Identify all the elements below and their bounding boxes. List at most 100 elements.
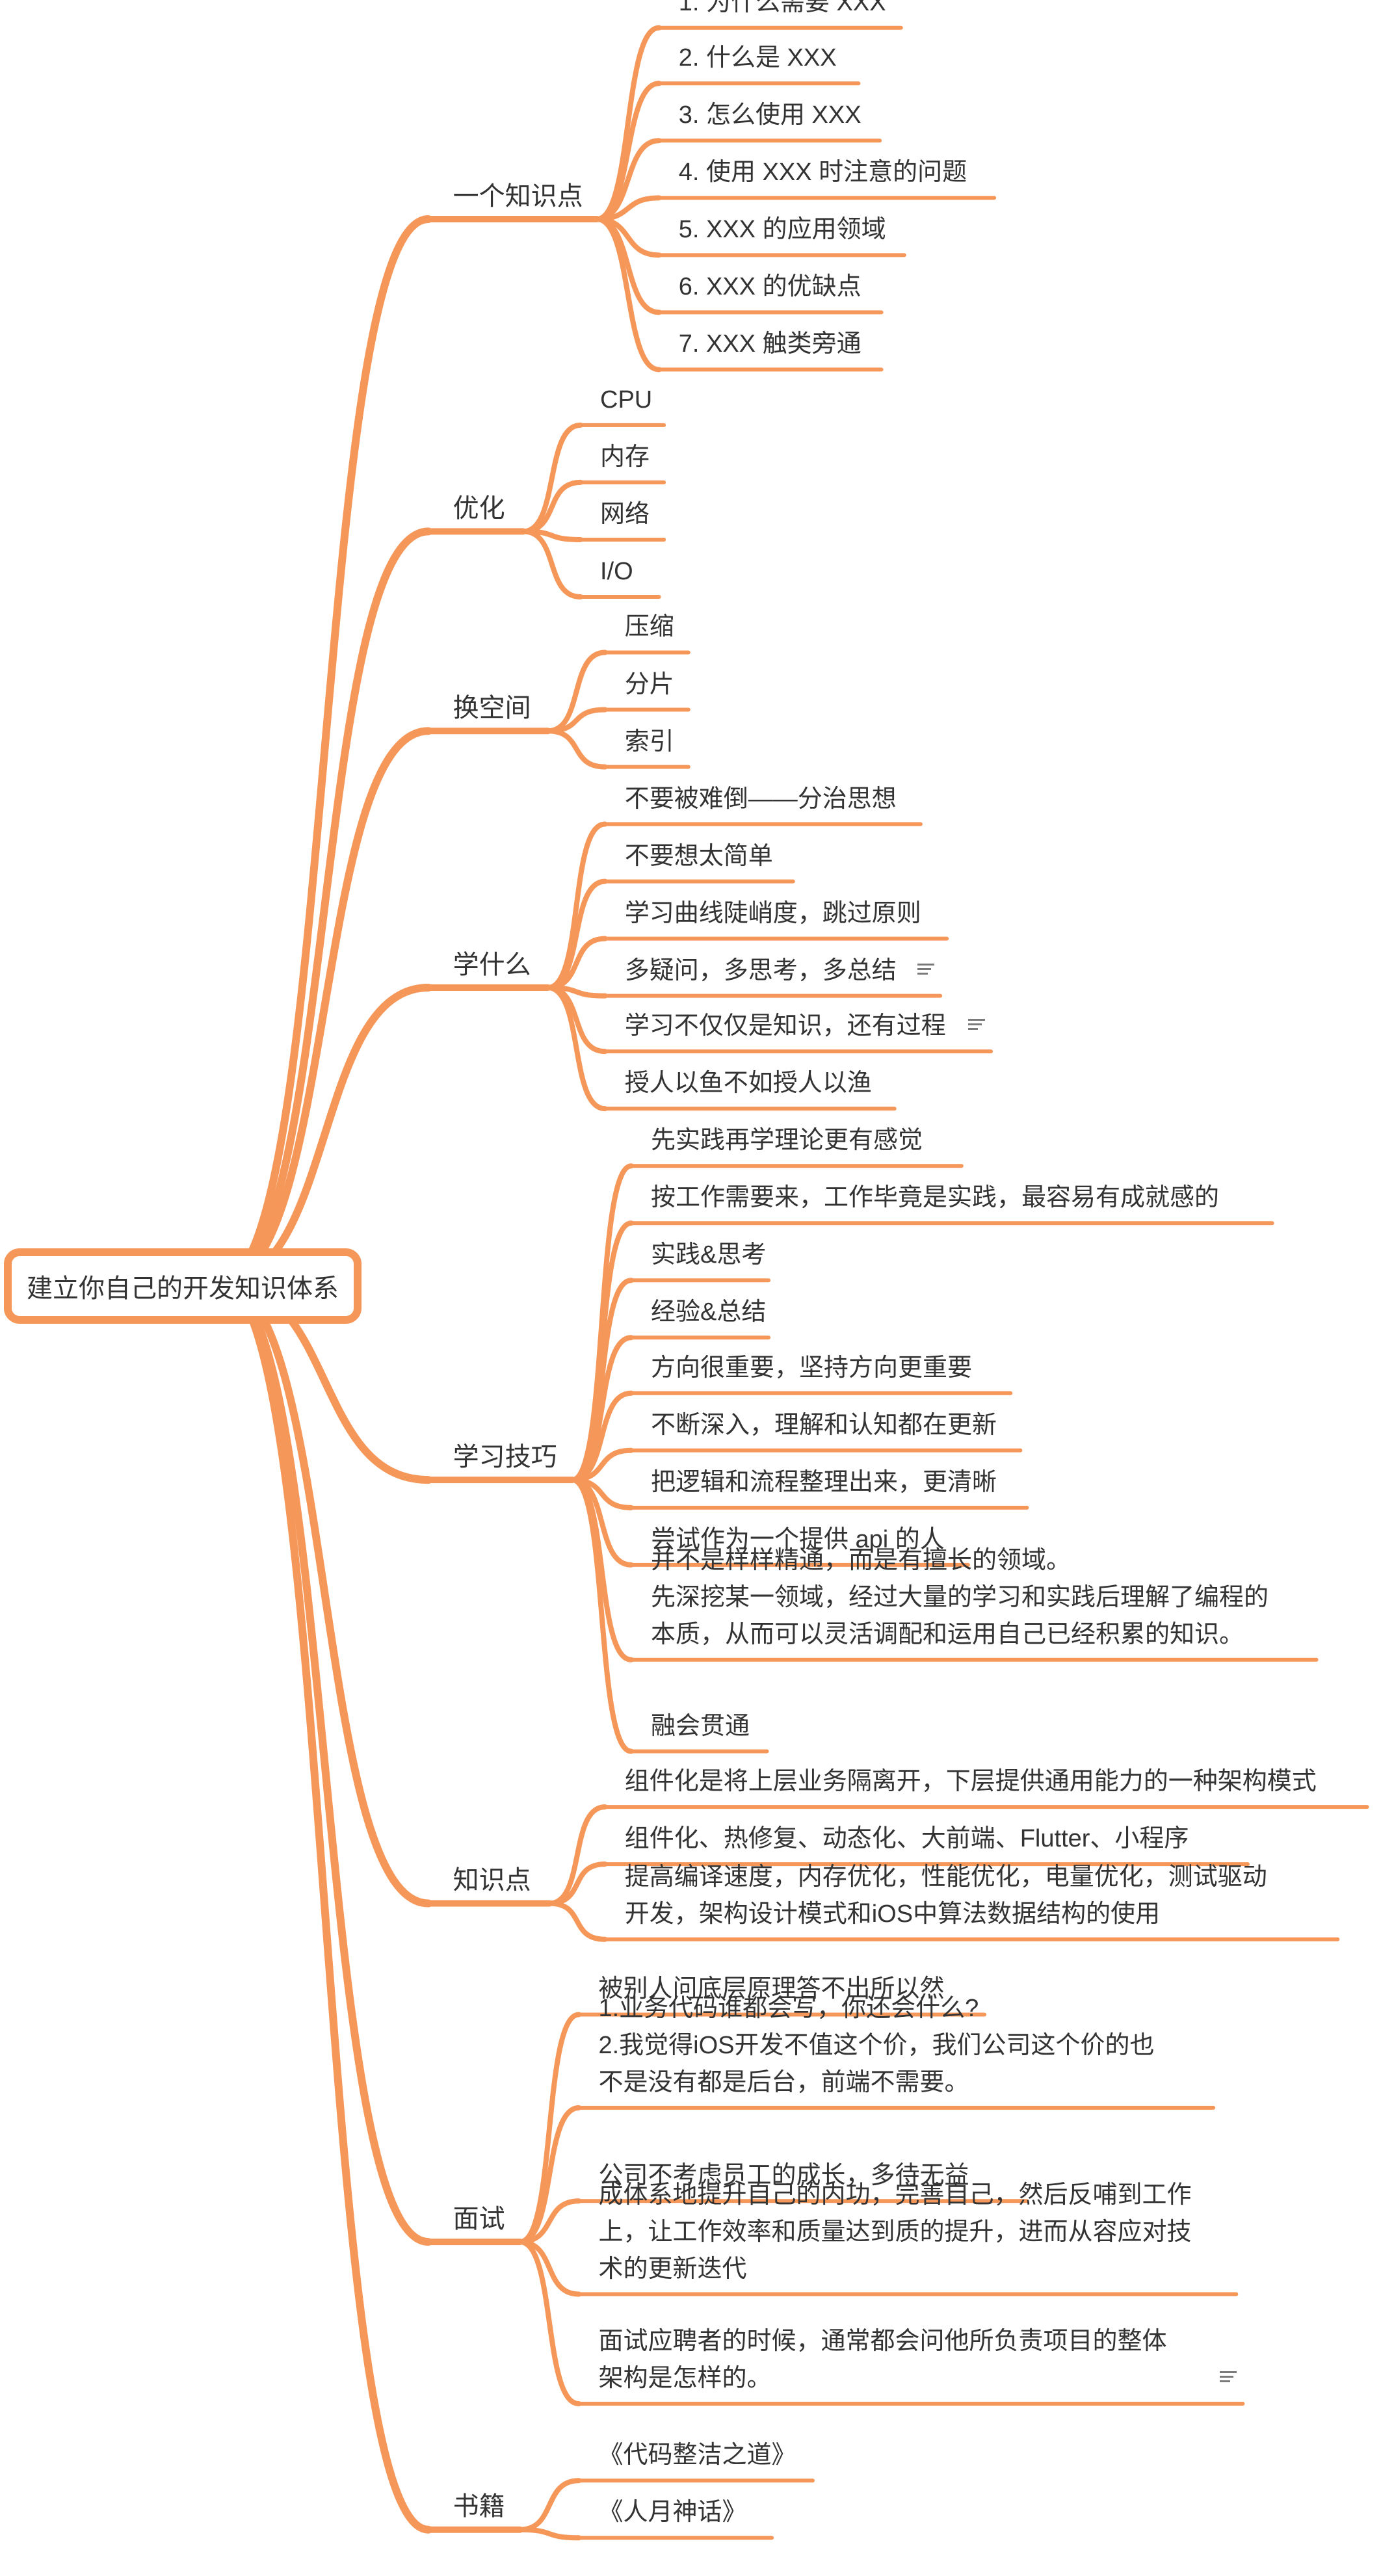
branch-node[interactable]: 知识点 <box>453 1867 531 1893</box>
leaf-node[interactable]: 成体系地提升自己的内功，完善自己，然后反哺到工作 上，让工作效率和质量达到质的提… <box>598 2177 1191 2288</box>
leaf-node[interactable]: 不要想太简单 <box>625 838 773 875</box>
root-connector <box>217 527 432 1286</box>
branch-label: 知识点 <box>453 1866 531 1895</box>
leaf-node[interactable]: 按工作需要来，工作毕竟是实践，最容易有成就感的 <box>651 1179 1219 1216</box>
leaf-label: 成体系地提升自己的内功，完善自己，然后反哺到工作 上，让工作效率和质量达到质的提… <box>598 2181 1192 2283</box>
leaf-node[interactable]: 7. XXX 触类旁通 <box>679 326 861 363</box>
branch-node[interactable]: 优化 <box>453 495 505 521</box>
leaf-connector <box>517 2012 582 2245</box>
leaf-node[interactable]: 《人月神话》 <box>598 2494 746 2531</box>
leaf-node[interactable]: 压缩 <box>625 609 674 646</box>
leaf-label: 学习曲线陡峭度，跳过原则 <box>624 899 921 927</box>
leaf-node[interactable]: 尝试作为一个提供 api 的人 <box>651 1521 945 1558</box>
leaf-node[interactable]: 索引 <box>625 724 674 761</box>
leaf-connector <box>520 422 583 534</box>
leaf-label: 索引 <box>624 728 674 756</box>
leaf-node[interactable]: 5. XXX 的应用领域 <box>679 211 886 248</box>
note-icon[interactable] <box>917 963 934 978</box>
leaf-label: 压缩 <box>624 613 674 641</box>
leaf-label: 方向很重要，坚持方向更重要 <box>650 1354 972 1382</box>
leaf-label: 6. XXX 的优缺点 <box>678 273 861 301</box>
leaf-node[interactable]: 1. 为什么需要 XXX <box>679 0 886 21</box>
leaf-label: 公司不考虑员工的成长，多待无益 <box>598 2162 969 2190</box>
leaf-node[interactable]: 面试应聘者的时候，通常都会问他所负责项目的整体 架构是怎样的。 <box>598 2323 1166 2397</box>
leaf-label: 授人以鱼不如授人以渔 <box>624 1070 872 1097</box>
leaf-node[interactable]: 方向很重要，坚持方向更重要 <box>651 1350 972 1387</box>
leaf-label: CPU <box>600 386 653 414</box>
leaf-label: 5. XXX 的应用领域 <box>678 216 886 244</box>
leaf-node[interactable]: 3. 怎么使用 XXX <box>679 97 861 134</box>
leaf-node[interactable]: 多疑问，多思考，多总结 <box>625 953 897 990</box>
leaf-node[interactable]: 不要被难倒——分治思想 <box>625 781 897 818</box>
leaf-node[interactable]: 把逻辑和流程整理出来，更清晰 <box>651 1464 997 1501</box>
branch-node[interactable]: 书籍 <box>453 2493 505 2519</box>
leaf-label: 不要被难倒——分治思想 <box>624 785 897 813</box>
branch-label: 换空间 <box>453 693 531 722</box>
leaf-connector <box>570 1477 634 1754</box>
leaf-node[interactable]: 1.业务代码谁都会写，你还会什么? 2.我觉得iOS开发不值这个价，我们公司这个… <box>598 1990 1154 2101</box>
leaf-node[interactable]: CPU <box>600 382 652 419</box>
leaf-label: 提高编译速度，内存优化，性能优化，电量优化，测试驱动 开发，架构设计模式和iOS… <box>624 1863 1267 1928</box>
leaf-node[interactable]: 4. 使用 XXX 时注意的问题 <box>679 154 967 191</box>
leaf-node[interactable]: 融会贯通 <box>651 1708 750 1745</box>
leaf-label: 组件化、热修复、动态化、大前端、Flutter、小程序 <box>624 1825 1189 1853</box>
leaf-label: 分片 <box>624 670 674 698</box>
leaf-label: 多疑问，多思考，多总结 <box>624 956 897 984</box>
leaf-connector <box>517 2478 582 2532</box>
root-connector <box>217 727 432 1286</box>
leaf-connector <box>545 985 608 1112</box>
leaf-label: 不断深入，理解和认知都在更新 <box>650 1411 997 1439</box>
leaf-label: 1.业务代码谁都会写，你还会什么? 2.我觉得iOS开发不值这个价，我们公司这个… <box>598 1994 1155 2096</box>
leaf-node[interactable]: 学习曲线陡峭度，跳过原则 <box>625 895 921 932</box>
branch-node[interactable]: 换空间 <box>453 695 531 721</box>
leaf-label: 《人月神话》 <box>598 2499 747 2527</box>
leaf-label: I/O <box>600 557 633 585</box>
leaf-node[interactable]: 《代码整洁之道》 <box>598 2437 796 2474</box>
leaf-node[interactable]: 网络 <box>600 496 650 533</box>
branch-label: 面试 <box>453 2204 505 2233</box>
leaf-node[interactable]: 组件化是将上层业务隔离开，下层提供通用能力的一种架构模式 <box>625 1763 1317 1800</box>
leaf-node[interactable]: I/O <box>600 553 633 590</box>
leaf-label: 并不是样样精通，而是有擅长的领域。 先深挖某一领域，经过大量的学习和实践后理解了… <box>650 1546 1269 1648</box>
branch-node[interactable]: 学习技巧 <box>453 1444 557 1470</box>
leaf-label: 3. 怎么使用 XXX <box>678 101 861 129</box>
leaf-label: 组件化是将上层业务隔离开，下层提供通用能力的一种架构模式 <box>624 1768 1317 1796</box>
leaf-connector <box>517 2239 582 2407</box>
branch-node[interactable]: 面试 <box>453 2206 505 2232</box>
branch-node[interactable]: 一个知识点 <box>453 183 583 209</box>
root-connector <box>217 1278 432 2534</box>
root-node[interactable]: 建立你自己的开发知识体系 <box>4 1248 362 1324</box>
leaf-node[interactable]: 并不是样样精通，而是有擅长的领域。 先深挖某一领域，经过大量的学习和实践后理解了… <box>651 1542 1269 1653</box>
note-icon[interactable] <box>1220 2371 1237 2385</box>
note-icon[interactable] <box>967 1019 985 1033</box>
leaf-node[interactable]: 实践&思考 <box>651 1237 766 1274</box>
root-connector <box>217 1278 432 2246</box>
leaf-connector <box>520 529 583 599</box>
branch-node[interactable]: 学什么 <box>453 952 531 978</box>
leaf-node[interactable]: 学习不仅仅是知识，还有过程 <box>625 1008 946 1045</box>
leaf-connector <box>594 217 662 373</box>
leaf-node[interactable]: 经验&总结 <box>651 1294 766 1331</box>
leaf-label: 《代码整洁之道》 <box>598 2441 796 2469</box>
leaf-node[interactable]: 先实践再学理论更有感觉 <box>651 1122 923 1159</box>
leaf-label: 2. 什么是 XXX <box>678 44 837 72</box>
leaf-node[interactable]: 内存 <box>600 439 650 476</box>
root-connector <box>217 984 432 1286</box>
leaf-node[interactable]: 6. XXX 的优缺点 <box>679 269 861 306</box>
leaf-label: 实践&思考 <box>650 1241 767 1269</box>
leaf-node[interactable]: 分片 <box>625 666 674 703</box>
leaf-node[interactable]: 组件化、热修复、动态化、大前端、Flutter、小程序 <box>625 1820 1189 1858</box>
leaf-connector <box>517 2527 582 2541</box>
leaf-node[interactable]: 被别人问底层原理答不出所以然 <box>598 1971 944 2008</box>
leaf-label: 经验&总结 <box>650 1298 767 1326</box>
leaf-node[interactable]: 提高编译速度，内存优化，性能优化，电量优化，测试驱动 开发，架构设计模式和iOS… <box>625 1859 1267 1933</box>
leaf-label: 按工作需要来，工作毕竟是实践，最容易有成就感的 <box>650 1184 1219 1212</box>
leaf-node[interactable]: 公司不考虑员工的成长，多待无益 <box>598 2157 969 2194</box>
leaf-node[interactable]: 授人以鱼不如授人以渔 <box>625 1065 872 1102</box>
leaf-connector <box>517 2239 582 2297</box>
branch-label: 一个知识点 <box>453 181 583 211</box>
leaf-node[interactable]: 2. 什么是 XXX <box>679 40 837 77</box>
leaf-node[interactable]: 不断深入，理解和认知都在更新 <box>651 1407 997 1444</box>
leaf-label: 4. 使用 XXX 时注意的问题 <box>678 159 967 187</box>
leaf-connector <box>517 2105 582 2245</box>
